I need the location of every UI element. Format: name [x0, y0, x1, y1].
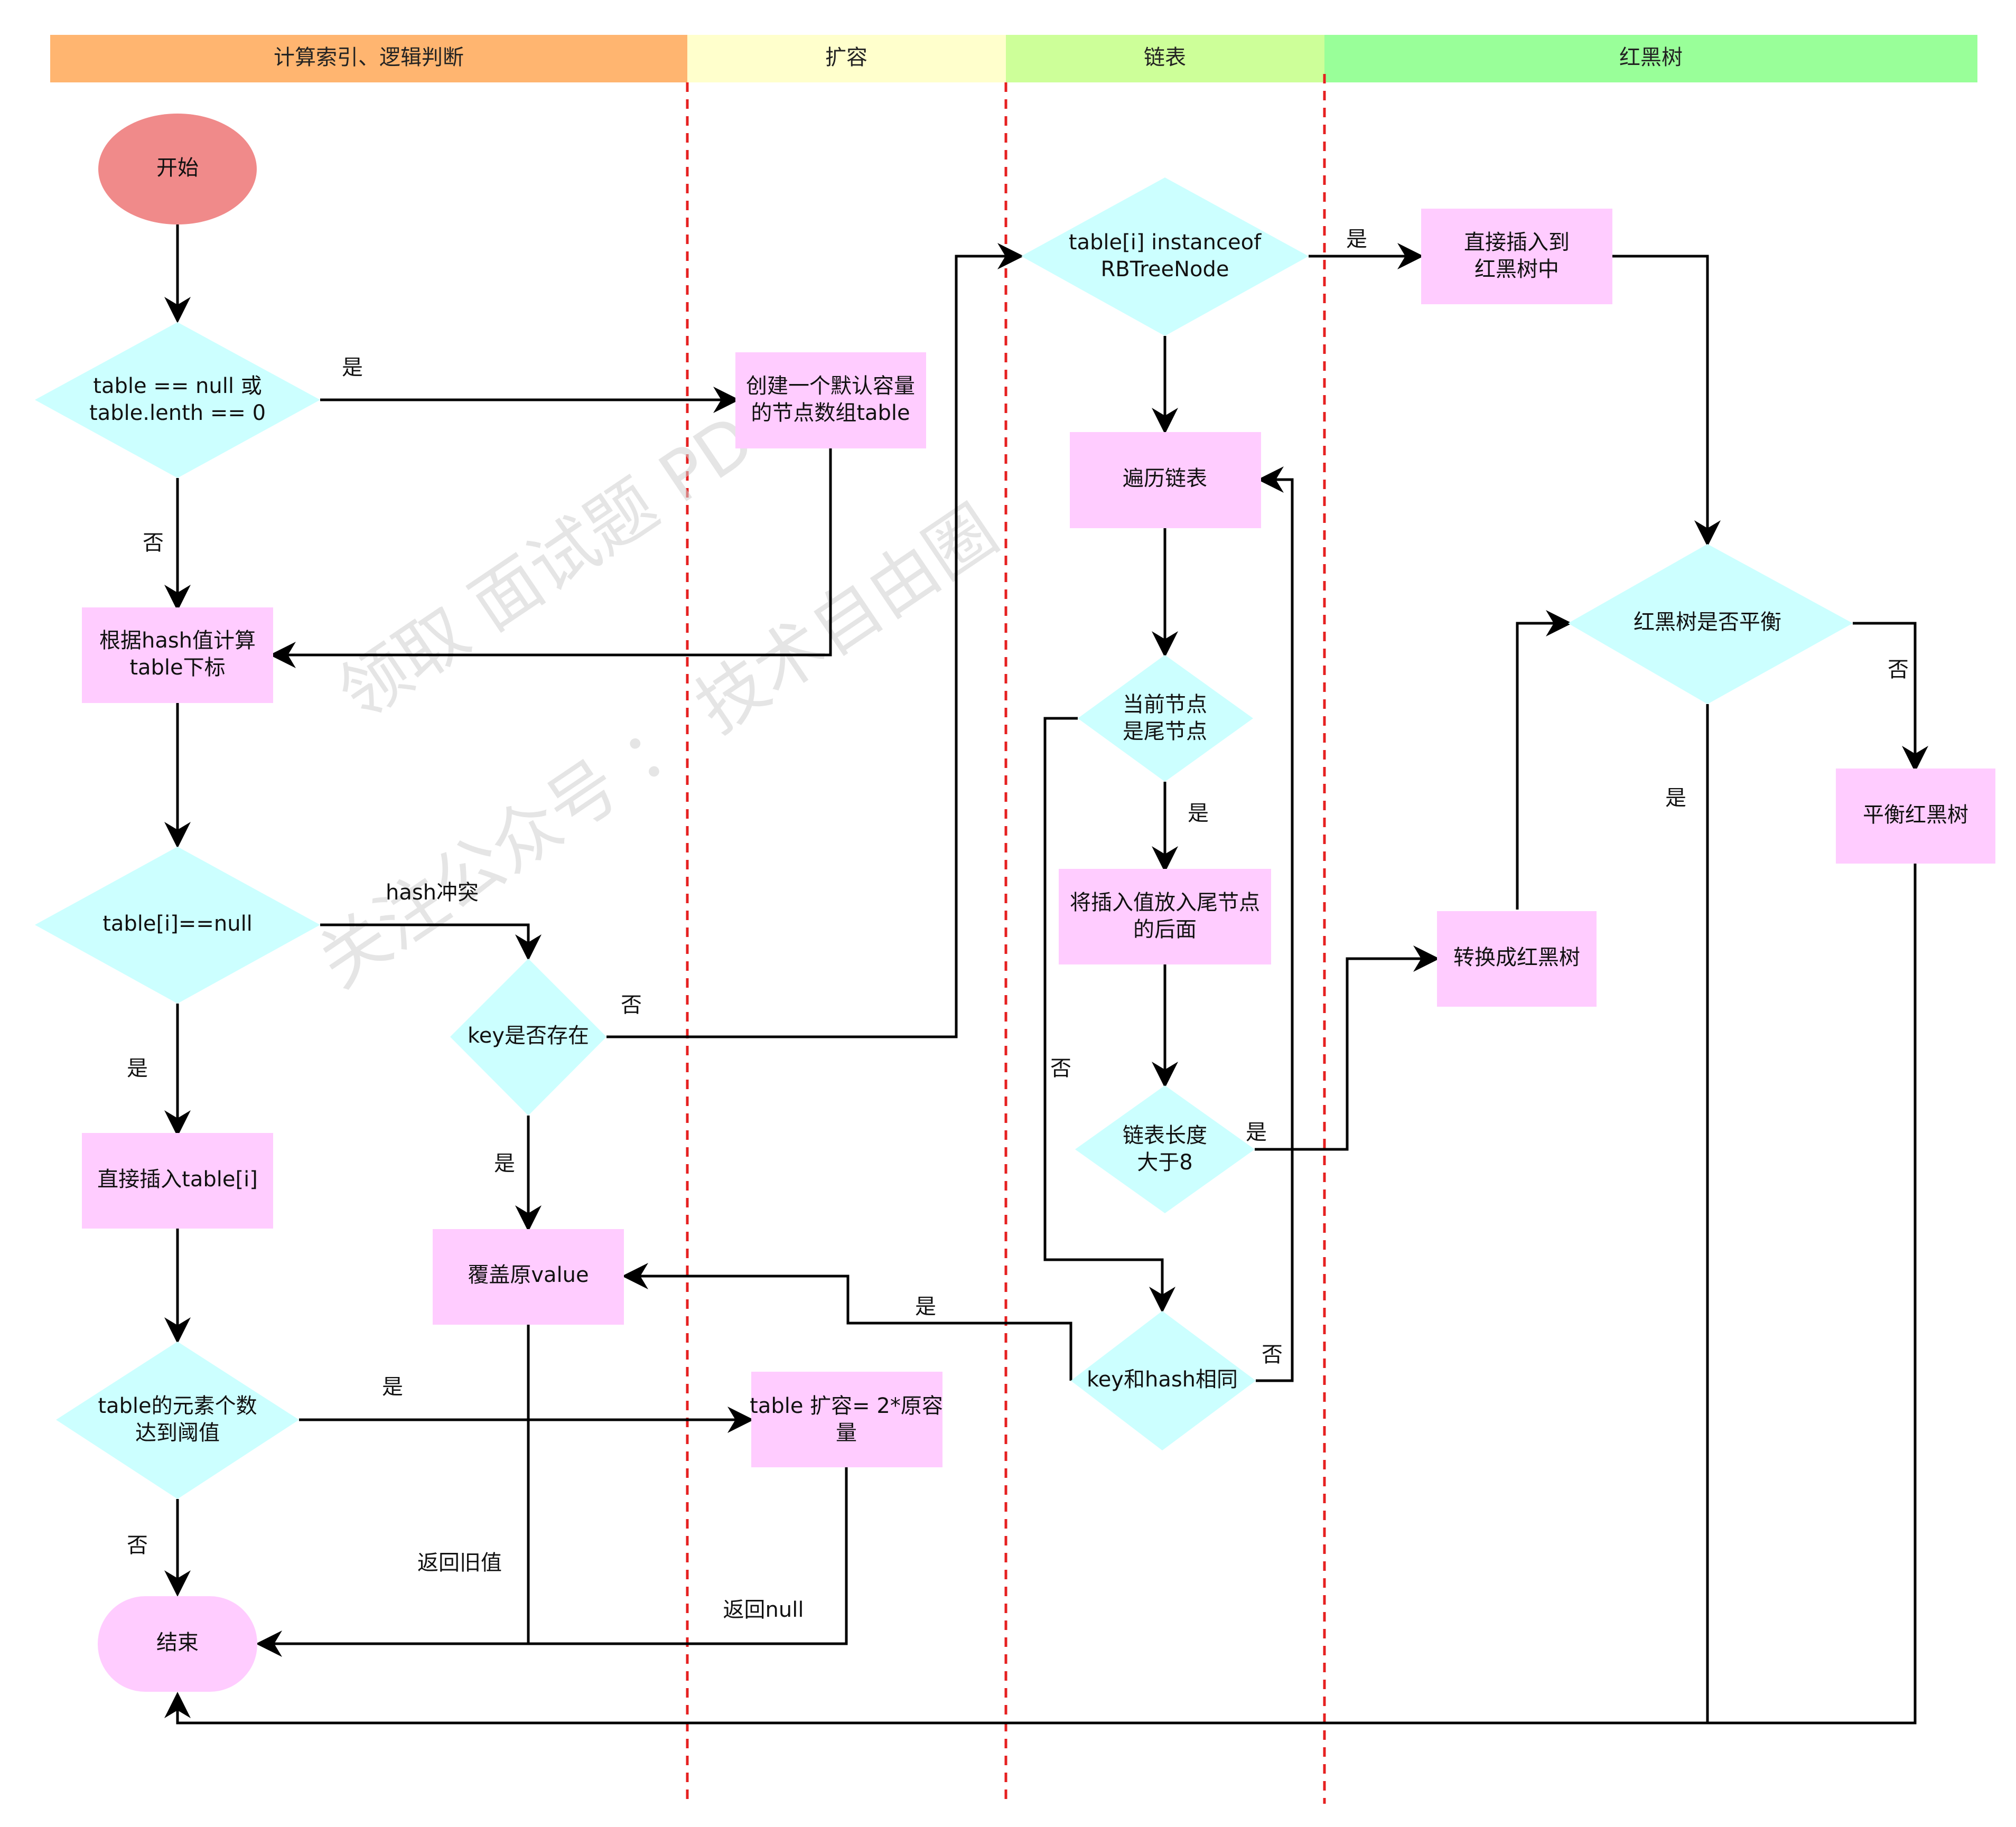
tree-node-label: RBTreeNode: [1101, 257, 1229, 282]
edge-same-yes: [622, 1263, 1072, 1381]
nodes: 开始 table == null 或 table.lenth == 0 创建一个…: [35, 114, 1995, 1692]
lane-label-resize: 扩容: [825, 45, 867, 70]
edge-label-tail-yes: 是: [1188, 801, 1209, 826]
list-length-decision: [1075, 1085, 1255, 1213]
lane-header-red-black-tree: [1324, 35, 1977, 82]
balance-tree-box: [1836, 769, 1995, 864]
start-node: [98, 114, 257, 224]
compute-index-box: [82, 607, 273, 703]
resize-label: 量: [836, 1421, 857, 1445]
key-hash-same-decision: [1071, 1311, 1256, 1450]
edge-label-table-i-yes: 是: [127, 1056, 148, 1081]
threshold-label: 达到阈值: [135, 1421, 220, 1445]
edge-tree-insert-to-balanced: [1611, 255, 1721, 547]
key-exists-decision: [450, 959, 606, 1116]
tree-node-decision: [1021, 177, 1309, 336]
direct-insert-label: 直接插入table[i]: [97, 1167, 258, 1192]
edge-label-return-null: 返回null: [723, 1598, 804, 1622]
direct-insert-box: [82, 1133, 273, 1229]
resize-box: [751, 1372, 942, 1467]
tree-node-label: table[i] instanceof: [1069, 230, 1262, 255]
balance-tree-label: 平衡红黑树: [1863, 803, 1968, 827]
edge-label-threshold-no: 否: [127, 1533, 148, 1558]
create-table-box: [735, 352, 926, 448]
tail-node-decision: [1078, 655, 1253, 782]
edge-label-null-no: 否: [143, 531, 164, 555]
edge-label-hash-conflict: hash冲突: [386, 880, 479, 905]
edge-length-yes: [1255, 945, 1440, 1151]
append-tail-label: 的后面: [1133, 917, 1197, 942]
list-length-label: 大于8: [1137, 1150, 1192, 1175]
edge-label-same-yes: 是: [915, 1295, 936, 1319]
table-i-null-label: table[i]==null: [102, 912, 253, 936]
table-i-null-decision: [35, 847, 320, 1004]
tail-node-label: 当前节点: [1123, 692, 1207, 717]
edge-label-return-old: 返回旧值: [417, 1551, 502, 1575]
key-exists-label: key是否存在: [468, 1024, 589, 1048]
edge-same-no: [1256, 466, 1294, 1382]
edge-labels: 是 否 hash冲突 是 否 是 是 否 返回旧值 返回null 是 是 否 是…: [127, 227, 1909, 1622]
resize-label: table 扩容= 2*原容: [750, 1394, 943, 1418]
threshold-decision: [56, 1342, 299, 1499]
swimlane-headers: 计算索引、逻辑判断 扩容 链表 红黑树: [50, 35, 1977, 82]
edge-label-threshold-yes: 是: [382, 1375, 403, 1399]
edge-label-length-yes: 是: [1246, 1120, 1267, 1145]
lane-label-linked-list: 链表: [1144, 45, 1186, 70]
traverse-list-label: 遍历链表: [1123, 466, 1207, 491]
lane-dividers: [686, 74, 1326, 1804]
edge-label-same-no: 否: [1262, 1343, 1283, 1367]
edge-label-balanced-no: 否: [1888, 658, 1909, 682]
edge-convert-to-balanced: [1516, 610, 1572, 910]
edge-resize-return: [256, 1467, 848, 1657]
edge-balance-to-end: [164, 864, 1917, 1725]
edge-tail-no: [1043, 717, 1175, 1313]
edge-hash-conflict: [320, 923, 542, 961]
insert-tree-label: 红黑树中: [1474, 257, 1559, 282]
edge-label-key-no: 否: [621, 993, 642, 1017]
append-tail-label: 将插入值放入尾节点: [1070, 891, 1260, 915]
compute-index-label: 根据hash值计算: [99, 629, 256, 653]
end-label: 结束: [156, 1631, 199, 1655]
threshold-label: table的元素个数: [98, 1394, 257, 1418]
overwrite-value-label: 覆盖原value: [468, 1263, 589, 1287]
create-table-label: 的节点数组table: [751, 401, 910, 425]
end-node: [98, 1596, 257, 1692]
traverse-list-box: [1070, 432, 1261, 528]
insert-tree-box: [1421, 209, 1612, 304]
key-hash-same-label: key和hash相同: [1087, 1367, 1238, 1392]
edge-key-no: [606, 243, 1024, 1038]
lane-label-index: 计算索引、逻辑判断: [274, 45, 464, 70]
insert-tree-label: 直接插入到: [1464, 230, 1570, 255]
table-null-label: table.lenth == 0: [89, 401, 266, 425]
lane-header-linked-list: [1006, 35, 1324, 82]
edge-create-to-index: [269, 448, 832, 668]
tail-node-label: 是尾节点: [1123, 719, 1207, 744]
append-tail-box: [1059, 869, 1271, 964]
lane-header-resize: [687, 35, 1006, 82]
create-table-label: 创建一个默认容量: [746, 374, 915, 398]
edge-label-tail-no: 否: [1050, 1056, 1071, 1081]
start-label: 开始: [156, 156, 199, 180]
watermark: 领取 面试题 PDF 关注公众号 ： 技术自由圈: [304, 377, 1011, 1003]
edge-label-key-yes: 是: [494, 1151, 515, 1176]
tree-balanced-decision: [1568, 544, 1853, 704]
edge-label-tree-yes: 是: [1346, 227, 1367, 251]
table-null-decision: [35, 322, 320, 478]
edge-label-null-yes: 是: [342, 355, 363, 380]
overwrite-value-box: [433, 1229, 624, 1325]
convert-tree-label: 转换成红黑树: [1453, 945, 1580, 970]
convert-tree-box: [1437, 911, 1597, 1007]
lane-label-red-black-tree: 红黑树: [1619, 45, 1683, 70]
list-length-label: 链表长度: [1123, 1123, 1207, 1148]
compute-index-label: table下标: [129, 655, 225, 680]
tree-balanced-label: 红黑树是否平衡: [1634, 610, 1781, 634]
table-null-label: table == null 或: [93, 374, 262, 398]
edges: [164, 224, 1928, 1725]
lane-header-index: [50, 35, 687, 82]
edge-label-balanced-yes: 是: [1665, 786, 1686, 810]
edge-balanced-no: [1853, 622, 1928, 772]
